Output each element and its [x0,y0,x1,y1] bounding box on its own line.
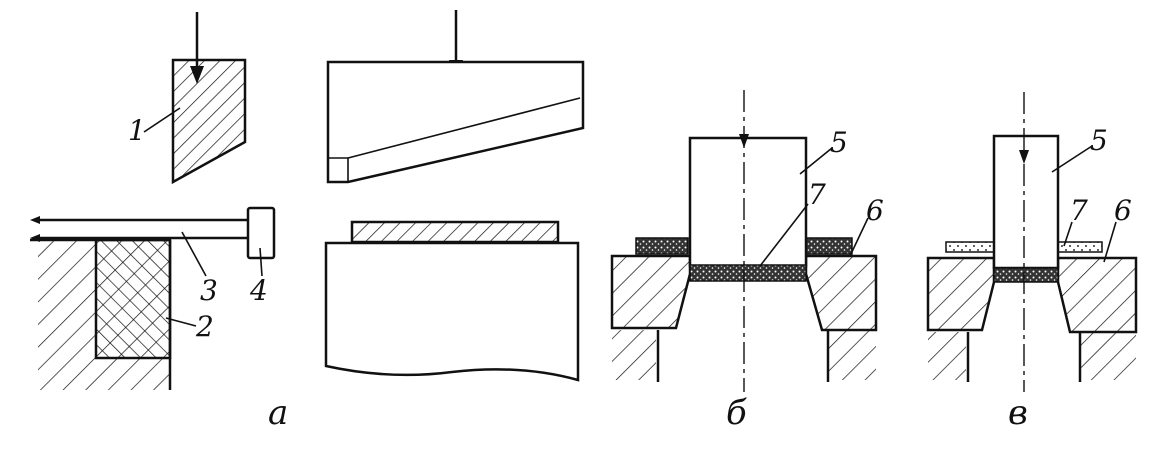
strip-3 [30,216,250,242]
punch-5 [688,136,808,268]
label-6-c: 6 [1114,194,1132,227]
label-1: 1 [128,114,146,147]
strip-left-c [945,241,995,253]
panel-c: 5 7 6 в [926,92,1138,433]
label-5-c: 5 [1090,124,1108,157]
caption-b: б [726,393,747,433]
knife-1 [171,12,247,185]
stop-4 [246,206,276,260]
strip-right [805,237,853,255]
strip-left [635,237,689,255]
slug-7 [689,264,807,282]
label-3: 3 [200,274,218,307]
panel-a: 1 3 4 2 а [30,10,585,433]
lower-table [324,241,580,382]
upper-inclined-knife [326,10,585,184]
knife-2 [94,238,172,360]
caption-a: а [268,393,288,433]
label-4: 4 [249,274,268,307]
caption-c: в [1008,393,1028,433]
label-7-c: 7 [1070,194,1088,227]
die-6-right-c [1056,256,1138,334]
panel-b: 5 7 6 б [610,90,884,433]
label-7-b: 7 [808,178,826,211]
die-6-left-c [926,256,996,332]
slug-7-c [993,267,1059,283]
label-5-b: 5 [830,126,848,159]
die-6-right [804,254,878,332]
die-6-left [610,254,692,330]
label-6-b: 6 [866,194,884,227]
label-2: 2 [195,310,214,343]
sheet-strip [350,220,560,244]
